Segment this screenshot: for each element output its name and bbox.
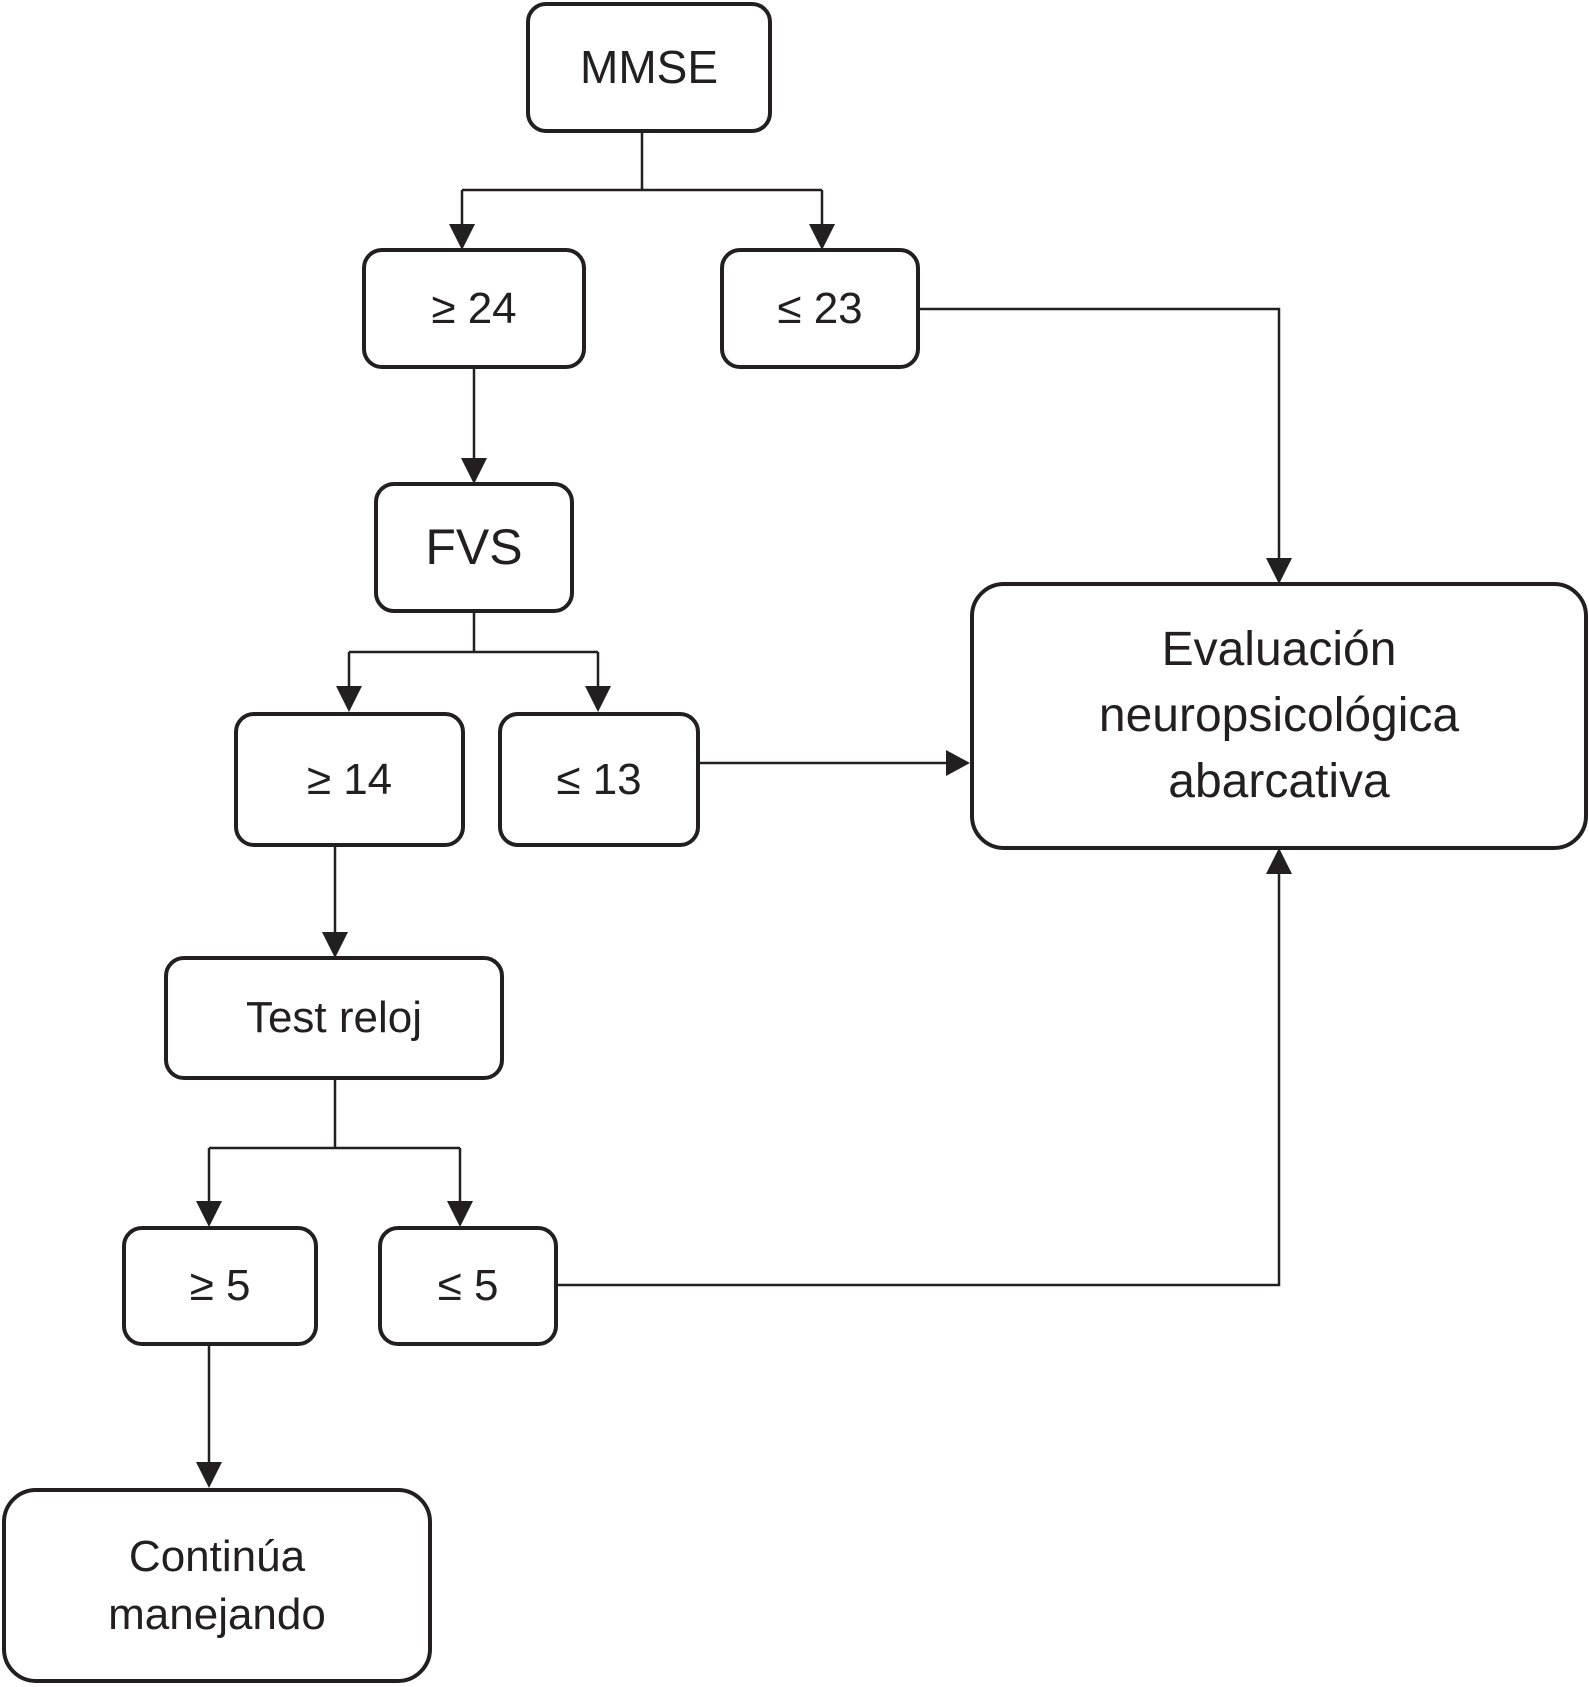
node-clock-test-label: Test reloj <box>245 993 423 1043</box>
arrowhead-to-fvs-high <box>336 686 362 712</box>
arrowhead-to-continue <box>196 1462 222 1488</box>
connector-mmse-split <box>460 133 824 230</box>
arrowhead-mmse-low-to-evaluation <box>1266 558 1292 584</box>
node-neuropsych-evaluation-line-2: neuropsicológica <box>1098 688 1460 742</box>
node-continue-driving-line-1: Continúa <box>128 1532 306 1582</box>
node-fvs-low: ≤ 13 <box>498 712 700 847</box>
arrowhead-to-clock-low <box>447 1201 473 1227</box>
node-continue-driving-line-2: manejando <box>108 1589 326 1639</box>
node-clock-high-label: ≥ 5 <box>189 1261 251 1311</box>
arrowhead-to-fvs-low <box>585 686 611 712</box>
node-mmse-high: ≥ 24 <box>362 248 586 369</box>
arrowhead-to-clock <box>322 932 348 958</box>
node-clock-high: ≥ 5 <box>122 1226 318 1346</box>
node-neuropsych-evaluation-text: Evaluación neuropsicológica abarcativa <box>1099 617 1459 816</box>
connector-clock-split <box>207 1080 462 1205</box>
arrowhead-to-fvs <box>461 458 487 484</box>
node-fvs-high: ≥ 14 <box>234 712 465 847</box>
node-neuropsych-evaluation: Evaluación neuropsicológica abarcativa <box>970 582 1588 850</box>
node-mmse: MMSE <box>526 2 772 133</box>
node-fvs: FVS <box>374 482 574 613</box>
node-neuropsych-evaluation-line-1: Evaluación <box>1161 622 1397 676</box>
node-continue-driving: Continúa manejando <box>2 1488 432 1683</box>
node-clock-low-label: ≤ 5 <box>437 1261 499 1311</box>
node-fvs-high-label: ≥ 14 <box>306 754 393 804</box>
arrowhead-to-mmse-high <box>449 224 475 250</box>
arrowhead-fvs-low-to-evaluation <box>946 750 970 776</box>
node-clock-test: Test reloj <box>164 956 504 1080</box>
node-fvs-low-label: ≤ 13 <box>556 754 642 804</box>
node-mmse-label: MMSE <box>580 40 718 93</box>
connector-mmse-low-to-evaluation <box>918 307 1281 562</box>
arrowhead-to-clock-high <box>196 1201 222 1227</box>
connector-clock-low-to-evaluation <box>556 872 1281 1287</box>
node-fvs-label: FVS <box>425 519 523 575</box>
node-neuropsych-evaluation-line-3: abarcativa <box>1168 755 1390 809</box>
node-mmse-low-label: ≤ 23 <box>777 283 863 333</box>
node-continue-driving-text: Continúa manejando <box>108 1528 326 1642</box>
connector-fvs-split <box>347 613 600 690</box>
node-clock-low: ≤ 5 <box>378 1226 558 1346</box>
arrowhead-to-mmse-low <box>809 224 835 250</box>
arrowhead-clock-low-to-evaluation <box>1266 848 1292 874</box>
node-mmse-low: ≤ 23 <box>720 248 920 369</box>
node-mmse-high-label: ≥ 24 <box>431 283 517 333</box>
